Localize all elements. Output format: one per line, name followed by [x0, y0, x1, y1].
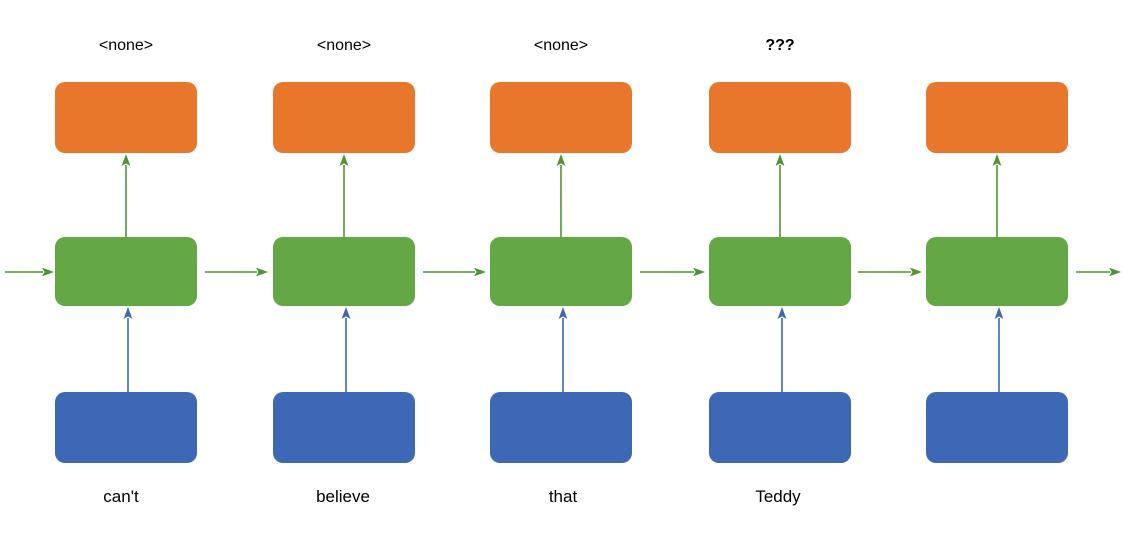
output-box-1[interactable]: [55, 82, 197, 153]
hidden-box-5[interactable]: [926, 237, 1068, 306]
recurrent-arrow-in: [5, 267, 54, 277]
top-label-4: ???: [765, 37, 795, 54]
input-arrow-4: [777, 307, 787, 392]
output-box-2[interactable]: [273, 82, 415, 153]
output-arrow-4: [775, 154, 785, 237]
output-arrow-1: [121, 154, 131, 237]
bottom-label-2: believe: [316, 487, 370, 506]
hidden-box-3[interactable]: [490, 237, 632, 306]
input-arrow-1: [123, 307, 133, 392]
recurrent-arrow-3-4: [640, 267, 705, 277]
bottom-label-1: can't: [103, 487, 139, 506]
output-box-3[interactable]: [490, 82, 632, 153]
top-label-3: <none>: [533, 37, 589, 54]
output-box-5[interactable]: [926, 82, 1068, 153]
input-box-5[interactable]: [926, 392, 1068, 463]
input-box-3[interactable]: [490, 392, 632, 463]
output-arrow-5: [992, 154, 1002, 237]
hidden-box-2[interactable]: [273, 237, 415, 306]
bottom-label-3: that: [548, 487, 578, 506]
input-box-2[interactable]: [273, 392, 415, 463]
input-arrow-3: [558, 307, 568, 392]
input-box-1[interactable]: [55, 392, 197, 463]
output-box-4[interactable]: [709, 82, 851, 153]
input-box-4[interactable]: [709, 392, 851, 463]
recurrent-arrow-1-2: [205, 267, 268, 277]
bottom-label-4: Teddy: [755, 487, 801, 506]
hidden-box-1[interactable]: [55, 237, 197, 306]
output-arrow-2: [339, 154, 349, 237]
recurrent-arrow-2-3: [423, 267, 486, 277]
top-label-2: <none>: [316, 37, 372, 54]
input-arrow-5: [994, 307, 1004, 392]
top-label-1: <none>: [98, 37, 154, 54]
input-arrow-2: [341, 307, 351, 392]
output-arrow-3: [556, 154, 566, 237]
recurrent-arrow-4-5: [858, 267, 922, 277]
recurrent-arrow-out: [1076, 267, 1121, 277]
hidden-box-4[interactable]: [709, 237, 851, 306]
